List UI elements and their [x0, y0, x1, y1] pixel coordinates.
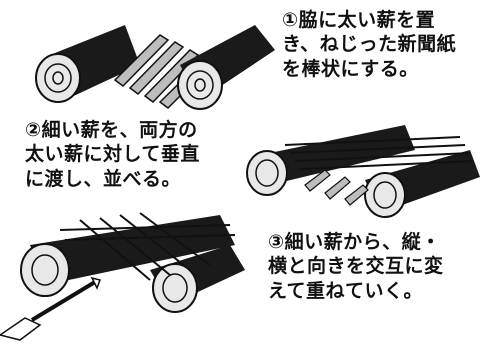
crossing-sticks	[59, 212, 236, 281]
step2-line-1: ②細い薪を、両方の	[25, 119, 198, 141]
step1-line-1: ①脇に太い薪を置	[282, 9, 436, 31]
step1-line-2: き、ねじった新聞紙	[282, 33, 457, 56]
step1-caption: ①脇に太い薪を置 き、ねじった新聞紙 を棒状にする。	[282, 8, 456, 81]
step3-caption: ③細い薪から、縦・ 横と向きを交互に変 えて重ねていく。	[268, 230, 444, 303]
illustration-step1	[35, 25, 275, 110]
right-log	[150, 245, 245, 313]
lighter-hand	[0, 276, 101, 341]
step2-line-2: 太い薪に対して垂直	[25, 143, 200, 166]
illustration-step3	[0, 212, 245, 341]
step3-line-3: えて重ねていく。	[268, 279, 424, 302]
step3-line-2: 横と向きを交互に変	[268, 255, 444, 278]
left-log	[35, 25, 140, 103]
right-log	[364, 150, 480, 218]
right-log	[177, 25, 275, 110]
illustration-step2	[246, 125, 480, 218]
step3-line-1: ③細い薪から、縦・	[268, 231, 441, 253]
twisted-newspaper	[304, 169, 369, 206]
step2-caption: ②細い薪を、両方の 太い薪に対して垂直 に渡し、並べる。	[25, 118, 200, 191]
step1-line-3: を棒状にする。	[282, 57, 419, 80]
left-log	[20, 215, 235, 297]
step2-line-3: に渡し、並べる。	[25, 167, 182, 190]
thin-sticks	[284, 136, 474, 170]
